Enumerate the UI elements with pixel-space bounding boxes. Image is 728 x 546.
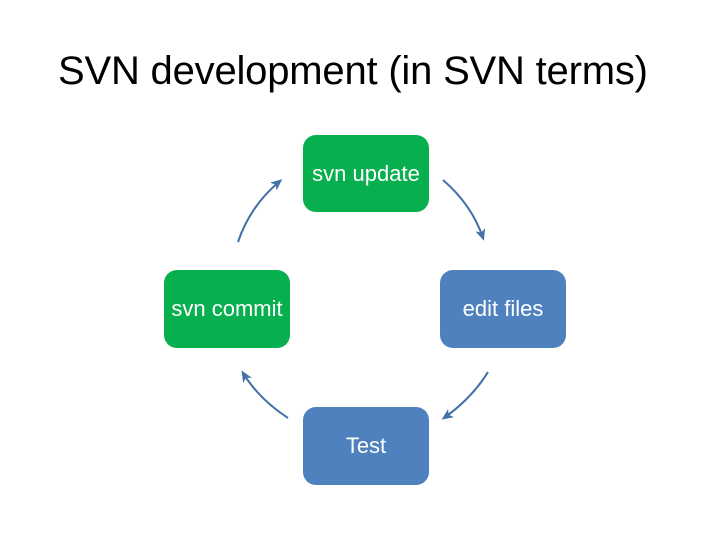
cycle-node-label: svn commit — [171, 296, 283, 321]
cycle-node-svn-commit[interactable]: svn commit — [164, 270, 290, 348]
cycle-node-test[interactable]: Test — [303, 407, 429, 485]
cycle-node-label: svn update — [312, 160, 420, 186]
cycle-node-svn-update[interactable]: svn update — [303, 135, 429, 212]
arrow-update-to-edit — [442, 179, 486, 241]
arrow-commit-to-update — [237, 179, 283, 243]
page-title: SVN development (in SVN terms) — [58, 49, 648, 93]
cycle-node-label: Test — [345, 433, 387, 458]
cycle-node-edit-files[interactable]: edit files — [440, 270, 566, 348]
arrow-edit-to-test — [441, 371, 489, 420]
cycle-node-label: edit files — [462, 296, 544, 321]
arrow-test-to-commit — [241, 370, 289, 419]
